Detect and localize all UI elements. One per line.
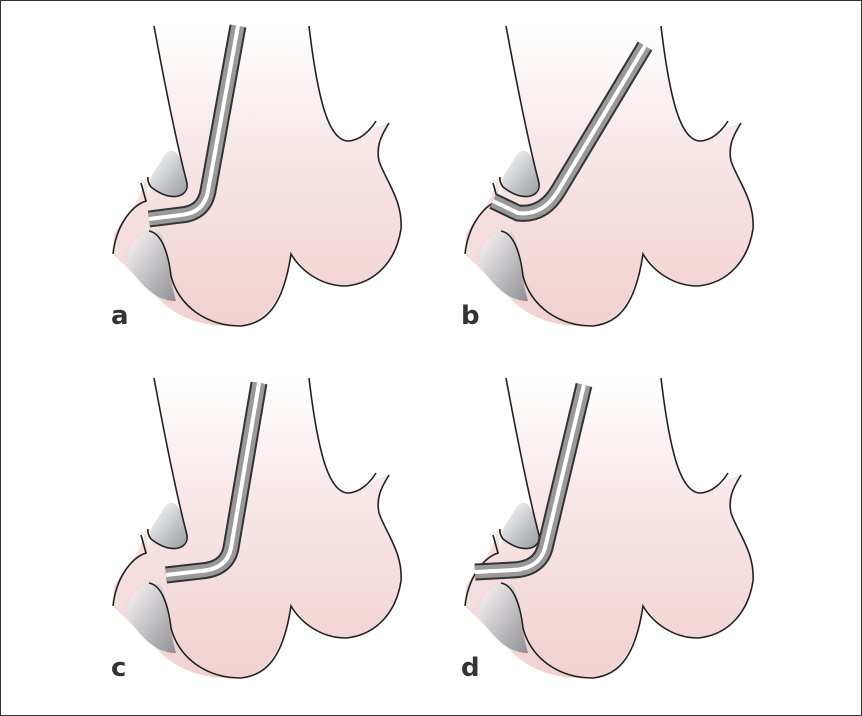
panel-label-c: c	[111, 653, 127, 683]
panel-b	[464, 25, 754, 328]
panel-label-a: a	[111, 301, 129, 331]
stomach-d	[464, 377, 754, 680]
panel-c	[112, 377, 402, 680]
panel-d	[464, 377, 754, 680]
stomach-a	[112, 25, 402, 328]
panel-a	[112, 24, 402, 328]
panel-label-b: b	[461, 301, 480, 331]
panel-label-d: d	[461, 653, 480, 683]
stomach-b	[464, 25, 754, 328]
